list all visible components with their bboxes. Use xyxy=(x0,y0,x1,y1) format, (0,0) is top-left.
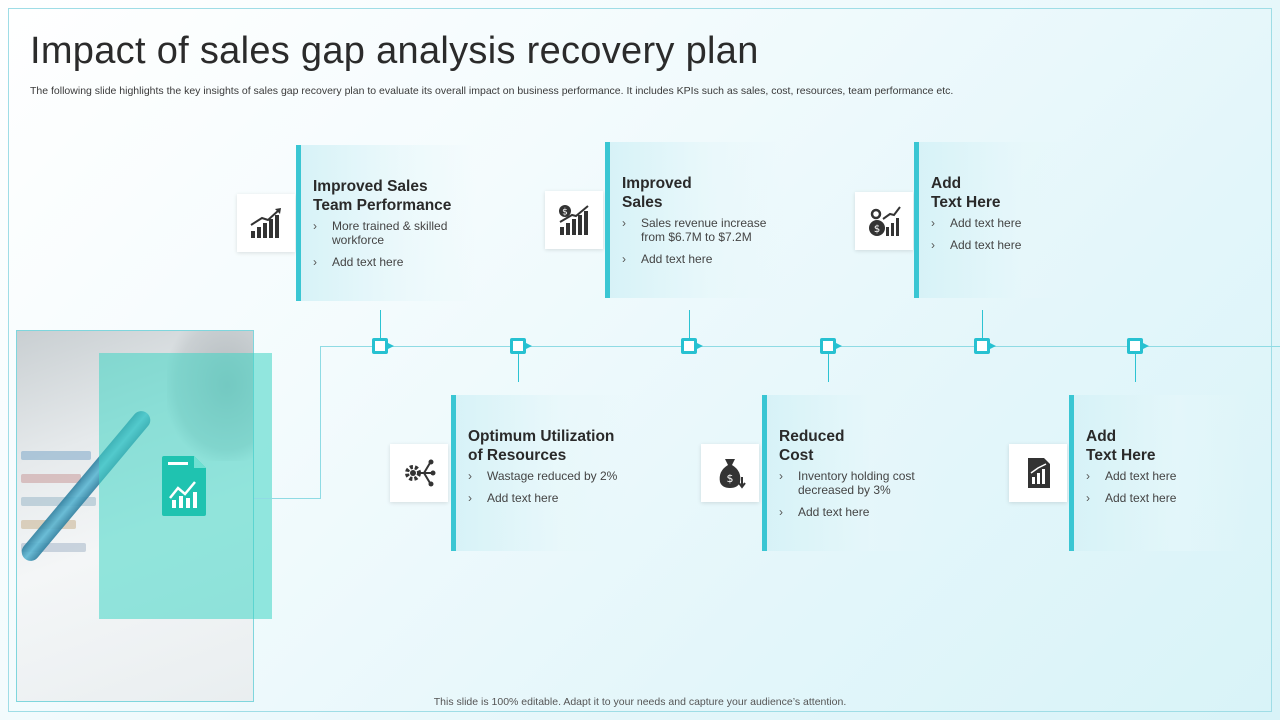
card-bullet: Add text here xyxy=(622,252,782,266)
timeline-node xyxy=(372,338,394,354)
money-gear-growth-icon: $ xyxy=(855,192,913,250)
slide-frame xyxy=(8,8,1272,712)
card-bullet: Add text here xyxy=(931,216,1091,230)
connector xyxy=(380,310,381,338)
timeline-node xyxy=(681,338,703,354)
timeline-stem-horizontal xyxy=(254,498,320,499)
connector xyxy=(518,354,519,382)
connector xyxy=(982,310,983,338)
card-bullet: More trained & skilled workforce xyxy=(313,219,473,247)
dollar-growth-chart-icon: $ xyxy=(545,191,603,249)
card-bullet: Add text here xyxy=(1086,469,1246,483)
timeline-node xyxy=(510,338,532,354)
money-bag-down-icon: $ xyxy=(701,444,759,502)
connector xyxy=(1135,354,1136,382)
svg-text:$: $ xyxy=(727,472,734,485)
bar-chart-growth-icon xyxy=(237,194,295,252)
connector xyxy=(828,354,829,382)
svg-text:$: $ xyxy=(562,208,568,218)
card-bullet: Add text here xyxy=(931,238,1091,252)
connector xyxy=(689,310,690,338)
timeline-stem xyxy=(320,346,321,499)
page-subtitle: The following slide highlights the key i… xyxy=(30,85,954,97)
card-bullet: Wastage reduced by 2% xyxy=(468,469,628,483)
card-bullet: Add text here xyxy=(1086,491,1246,505)
footer-note: This slide is 100% editable. Adapt it to… xyxy=(433,696,847,708)
card-bullet: Add text here xyxy=(779,505,939,519)
page-title: Impact of sales gap analysis recovery pl… xyxy=(30,30,759,72)
card-bullet: Inventory holding cost decreased by 3% xyxy=(779,469,939,497)
card-bullet: Add text here xyxy=(313,255,473,269)
card-bullet: Add text here xyxy=(468,491,628,505)
report-chart-icon xyxy=(1009,444,1067,502)
card-bullet: Sales revenue increase from $6.7M to $7.… xyxy=(622,216,782,244)
svg-text:$: $ xyxy=(874,224,880,235)
timeline-node xyxy=(974,338,996,354)
timeline-line xyxy=(320,346,1280,347)
timeline-node xyxy=(1127,338,1149,354)
gear-network-icon xyxy=(390,444,448,502)
document-chart-icon xyxy=(162,456,206,516)
timeline-node xyxy=(820,338,842,354)
